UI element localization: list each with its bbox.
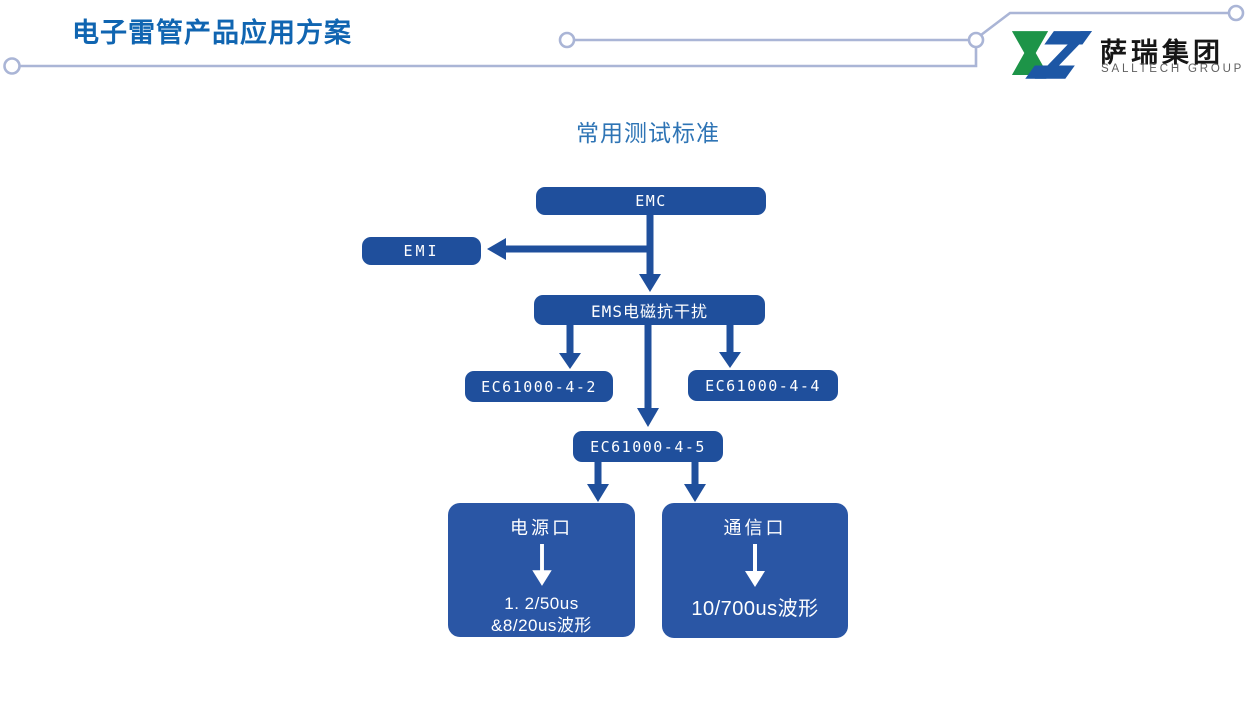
flow-node-ec61000-4-2: EC61000-4-2 <box>465 371 613 402</box>
flow-node-ems: EMS电磁抗干扰 <box>534 295 765 325</box>
power-port-label: 电源口 <box>510 518 573 538</box>
down-arrow-icon <box>745 544 765 587</box>
flow-node-emc: EMC <box>536 187 766 215</box>
power-port-waveform-line1: 1. 2/50us <box>504 593 579 613</box>
flow-node-ec61000-4-2-label: EC61000-4-2 <box>481 377 597 396</box>
power-port-waveform-line2: &8/20us波形 <box>491 615 592 635</box>
flow-node-emi-label: EMI <box>403 242 440 260</box>
page-title: 电子雷管产品应用方案 <box>72 18 352 48</box>
flow-node-ec61000-4-4: EC61000-4-4 <box>688 370 838 401</box>
comm-port-waveform: 10/700us波形 <box>691 598 819 620</box>
logo-company-name-en: SALLTECH GROUP <box>1101 63 1245 75</box>
power-port-waveform: 1. 2/50us &8/20us波形 <box>491 593 592 637</box>
flow-node-ec61000-4-5-label: EC61000-4-5 <box>590 437 706 456</box>
company-logo: 萨瑞集团 SALLTECH GROUP <box>1010 26 1246 84</box>
flow-node-power-port: 电源口 1. 2/50us &8/20us波形 <box>448 503 635 637</box>
logo-mark-icon <box>1011 31 1092 79</box>
flow-node-ems-label: EMS电磁抗干扰 <box>591 302 708 321</box>
logo-company-name-cn: 萨瑞集团 <box>1100 38 1224 68</box>
flow-node-emi: EMI <box>362 237 481 265</box>
flow-node-ec61000-4-4-label: EC61000-4-4 <box>705 376 821 395</box>
flow-node-comm-port: 通信口 10/700us波形 <box>662 503 848 638</box>
comm-port-label: 通信口 <box>723 518 787 538</box>
down-arrow-icon <box>531 544 552 586</box>
flow-node-ec61000-4-5: EC61000-4-5 <box>573 431 723 462</box>
diagram-heading: 常用测试标准 <box>576 120 720 146</box>
flow-node-emc-label: EMC <box>635 192 667 210</box>
